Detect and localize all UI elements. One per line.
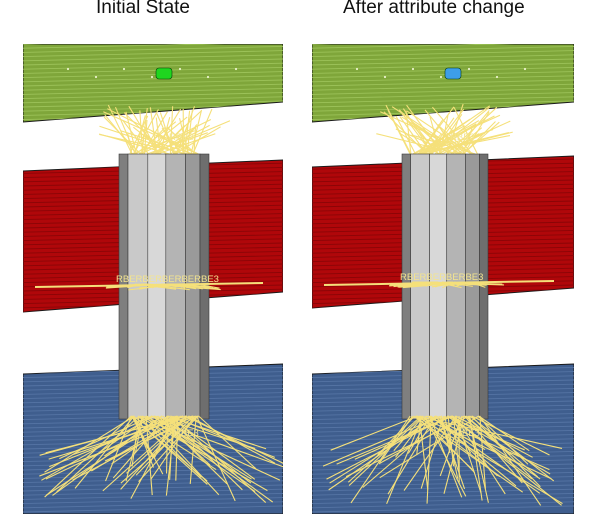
mesh-node-dot (355, 67, 359, 71)
bottom-plate (23, 363, 283, 514)
marker-cube (444, 67, 462, 80)
mesh-node-dot (206, 75, 210, 79)
top-plate-mesh (23, 44, 283, 122)
rbe-spider-middle-lines (389, 281, 505, 289)
rbe-label-bottom: RBE3 (455, 428, 480, 439)
rbe-spider-top (98, 104, 231, 155)
mesh-node-dot (178, 67, 182, 71)
rbe-spider-top (376, 103, 513, 155)
top-plate (312, 44, 574, 123)
rbe-spider-middle-lines (105, 283, 221, 291)
mesh-node-dot (439, 75, 443, 79)
rbe-label-top: RBE3 (450, 132, 475, 143)
mesh-node-dot (66, 67, 70, 71)
title-initial-state: Initial State (96, 0, 190, 18)
mesh-node-dot (122, 67, 126, 71)
title-after-attribute-change: After attribute change (343, 0, 525, 18)
mesh-node-dot (150, 75, 154, 79)
mesh-node-dot (94, 75, 98, 79)
mesh-node-dot (467, 67, 471, 71)
rbe-label-middle: RBERBERBERBE3 (400, 272, 483, 283)
mesh-node-dot (523, 67, 527, 71)
top-plate (23, 44, 283, 123)
marker-cube (155, 67, 173, 80)
rbe-label-top: RBE3 (169, 132, 194, 143)
rbe-spider-bottom (39, 415, 283, 503)
rbe-label-middle: RBERBERBERBERBE3 (116, 274, 219, 285)
mesh-node-dot (411, 67, 415, 71)
mesh-node-dot (234, 67, 238, 71)
rbe-spider-bottom (322, 415, 563, 506)
rbe-label-bottom: RBE3 (174, 428, 199, 439)
mesh-node-dot (495, 75, 499, 79)
mesh-node-dot (383, 75, 387, 79)
